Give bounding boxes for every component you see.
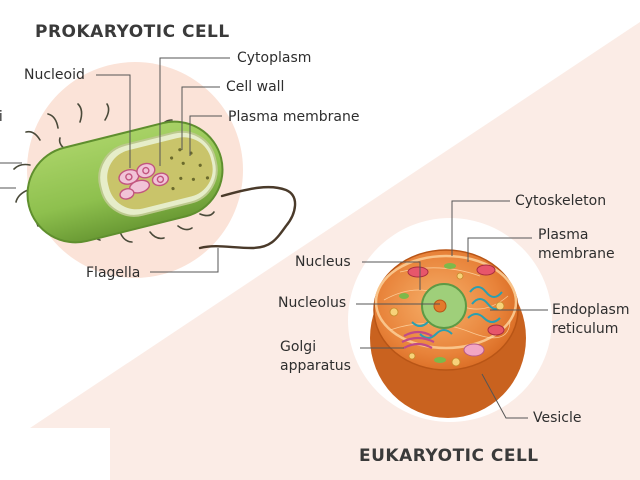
leader-flagella <box>150 248 219 273</box>
label-cytoplasm: Cytoplasm <box>237 50 312 66</box>
cell-membrane-rim <box>374 254 518 350</box>
bacterium-illustration <box>13 103 297 250</box>
label-nucleoid: Nucleoid <box>24 67 85 83</box>
leader-nucleus <box>362 261 421 290</box>
ribosome-dots <box>169 148 210 191</box>
label-euk-plasma-line2: membrane <box>538 246 615 262</box>
green-organelles <box>399 263 456 363</box>
eukaryote-leader-lines <box>356 200 548 419</box>
nucleolus <box>433 299 447 313</box>
leader-plasma-membrane <box>189 115 222 156</box>
nucleoid-coils <box>118 162 170 200</box>
label-er-line1: Endoplasm <box>552 302 630 318</box>
label-euk-plasma-line1: Plasma <box>538 227 589 243</box>
label-vesicle: Vesicle <box>533 410 582 426</box>
leader-vesicle <box>481 373 528 419</box>
label-golgi-line2: apparatus <box>280 358 351 374</box>
flagellum <box>198 185 297 250</box>
label-nucleus: Nucleus <box>295 254 351 270</box>
prokaryotic-cell-title: PROKARYOTIC CELL <box>35 22 230 42</box>
leader-cytoplasm <box>159 57 230 166</box>
label-cell-wall: Cell wall <box>226 79 285 95</box>
label-er-line2: reticulum <box>552 321 619 337</box>
label-nucleolus: Nucleolus <box>278 295 347 311</box>
eukaryotic-cell-illustration <box>370 249 526 418</box>
golgi-apparatus <box>401 330 435 349</box>
leader-nucleoid <box>96 74 131 168</box>
label-prokaryote-plasma-membrane: Plasma membrane <box>228 109 360 125</box>
label-pili-fragment: li <box>0 109 3 125</box>
label-flagella: Flagella <box>86 265 141 281</box>
leader-euk-plasma-membrane <box>467 237 532 262</box>
vesicles <box>389 272 505 367</box>
eukaryotic-cell-title: EUKARYOTIC CELL <box>359 446 539 466</box>
label-golgi-line1: Golgi <box>280 339 317 355</box>
prokaryote-leader-lines <box>0 57 230 273</box>
mitochondria <box>407 264 505 357</box>
leader-cytoskeleton <box>451 200 510 256</box>
label-cytoskeleton: Cytoskeleton <box>515 193 607 209</box>
leader-cell-wall <box>181 86 220 150</box>
